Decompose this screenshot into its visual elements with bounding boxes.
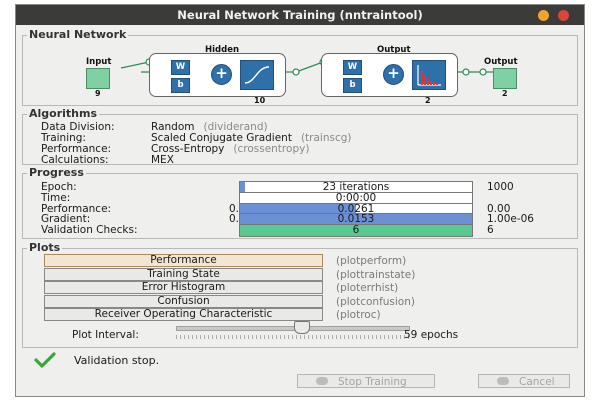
minimize-button[interactable]	[538, 10, 549, 21]
plots-section-title: Plots	[27, 241, 63, 254]
progress-key: Gradient:	[41, 213, 91, 226]
neural-network-section-title: Neural Network	[27, 28, 129, 41]
stop-training-label: Stop Training	[338, 376, 407, 388]
input-label: Input	[86, 57, 112, 67]
checkmark-icon	[34, 352, 56, 368]
window-title: Neural Network Training (nntraintool)	[177, 8, 423, 22]
stop-icon	[316, 377, 328, 385]
plot-button-ploterrhist[interactable]: Error Histogram	[44, 281, 323, 294]
title-bar: Neural Network Training (nntraintool)	[16, 5, 584, 25]
plot-interval-slider-thumb[interactable]	[294, 321, 310, 334]
algorithm-fn: (crossentropy)	[233, 143, 310, 155]
algorithm-value: MEX	[151, 154, 174, 166]
tansig-transfer-icon	[240, 60, 274, 90]
input-size: 9	[95, 89, 101, 98]
stop-training-button[interactable]: Stop Training	[297, 374, 435, 388]
progress-end-value: 1.00e-06	[487, 213, 534, 226]
plot-button-plotperform[interactable]: Performance	[44, 254, 323, 267]
algorithm-key: Data Division:	[41, 121, 115, 133]
progress-bar-fill	[240, 182, 246, 193]
progress-key: Time:	[41, 191, 71, 204]
output-bias: b	[343, 78, 362, 93]
output-weight: W	[343, 60, 362, 75]
plot-function-name: (plottrainstate)	[336, 268, 416, 281]
output-size: 2	[502, 89, 508, 98]
progress-end-value: 6	[487, 224, 494, 237]
progress-end-value: 1000	[487, 181, 514, 193]
cancel-button[interactable]: Cancel	[478, 374, 570, 388]
progress-bar-text: 6	[352, 224, 360, 237]
progress-end-value: 0.00	[487, 202, 511, 215]
output-layer-size: 2	[425, 96, 431, 105]
algorithm-key: Calculations:	[41, 154, 109, 166]
progress-bar-text: 23 iterations	[322, 181, 390, 193]
hidden-layer: W b +	[149, 53, 286, 97]
plot-button-plottrainstate[interactable]: Training State	[44, 267, 323, 281]
hidden-weight: W	[171, 60, 190, 75]
output-box	[493, 68, 517, 89]
progress-section-title: Progress	[27, 166, 86, 179]
plot-function-name: (plotperform)	[336, 255, 407, 267]
algorithm-value: Cross-Entropy	[151, 143, 225, 155]
progress-bar-text: 0.0153	[337, 213, 375, 226]
progress-bar-fill	[240, 225, 472, 237]
progress-bar-text: 0.0261	[337, 202, 375, 215]
algorithm-fn: (trainscg)	[300, 132, 352, 144]
close-button[interactable]	[558, 10, 569, 21]
plots-panel: Plots	[22, 241, 578, 348]
algorithm-value: Scaled Conjugate Gradient	[151, 132, 292, 144]
neural-network-panel: Neural Network Input 9 Hidden W	[22, 28, 578, 106]
nntraintool-window: Neural Network Training (nntraintool) Ne…	[15, 4, 585, 397]
hidden-label: Hidden	[205, 45, 240, 55]
output-layer: W b +	[321, 53, 458, 97]
softmax-transfer-icon	[412, 60, 446, 90]
plot-function-name: (plotroc)	[336, 309, 381, 321]
output-layer-label: Output	[377, 45, 411, 55]
progress-bar-fill	[240, 214, 472, 226]
algorithm-key: Performance:	[41, 143, 112, 155]
progress-key: Epoch:	[41, 181, 77, 193]
cancel-icon	[497, 377, 509, 385]
algorithms-panel: Algorithms Data Division: Random (divider…	[22, 107, 578, 166]
slider-ticks	[176, 335, 410, 339]
hidden-size: 10	[254, 96, 266, 105]
plot-function-name: (ploterrhist)	[336, 282, 399, 294]
progress-key: Validation Checks:	[41, 224, 138, 237]
plot-interval-slider[interactable]	[176, 326, 410, 331]
algorithm-key: Training:	[41, 132, 86, 144]
plot-button-plotconfusion[interactable]: Confusion	[44, 294, 323, 308]
cancel-label: Cancel	[519, 376, 555, 388]
progress-row: Validation Checks:066	[41, 224, 571, 238]
algorithms-section-title: Algorithms	[27, 107, 100, 120]
algorithm-fn: (dividerand)	[203, 121, 268, 133]
hidden-sum: +	[211, 64, 232, 85]
plot-interval-value: 59 epochs	[404, 329, 459, 341]
progress-bar-text: 0:00:00	[335, 191, 377, 204]
input-box	[86, 68, 110, 89]
algorithm-value: Random	[151, 121, 195, 133]
plot-function-name: (plotconfusion)	[336, 295, 415, 308]
hidden-bias: b	[171, 78, 190, 93]
plot-interval-label: Plot Interval:	[72, 329, 139, 341]
progress-bar: 6	[239, 224, 473, 238]
progress-bar-fill	[240, 203, 356, 215]
progress-panel: Progress Epoch:023 iterations1000Time:0:…	[22, 166, 578, 239]
plot-button-plotroc[interactable]: Receiver Operating Characteristic	[44, 308, 323, 321]
output-label: Output	[484, 57, 518, 67]
output-sum: +	[383, 64, 404, 85]
progress-key: Performance:	[41, 202, 112, 215]
status-text: Validation stop.	[74, 354, 160, 367]
